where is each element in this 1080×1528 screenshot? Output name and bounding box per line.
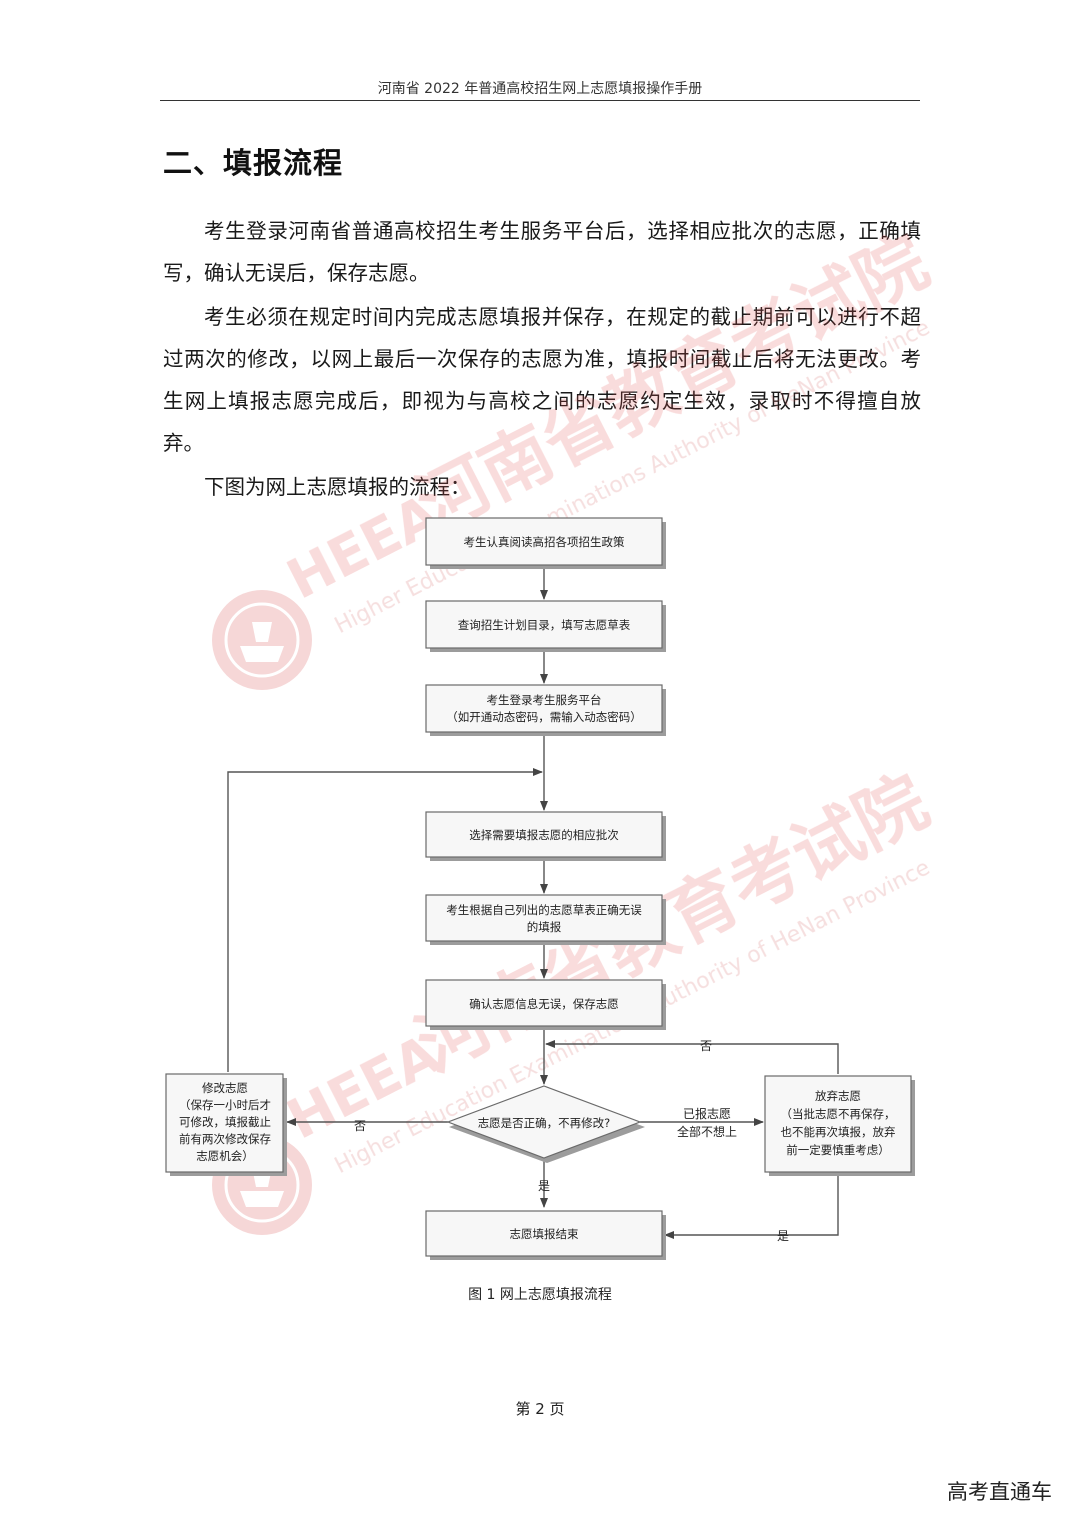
flow-box-fill: 考生根据自己列出的志愿草表正确无误 的填报: [425, 894, 666, 945]
edge-label-no-left: 否: [354, 1119, 366, 1133]
flow-box-end: 志愿填报结束: [425, 1210, 666, 1260]
paragraph-text: 考生必须在规定时间内完成志愿填报并保存，在规定的截止期前可以进行不超过两次的修改…: [163, 305, 921, 455]
flow-text: 也不能再次填报，放弃: [781, 1125, 896, 1139]
flow-text: 可修改，填报截止: [179, 1115, 271, 1129]
paragraph-text: 考生登录河南省普通高校招生考生服务平台后，选择相应批次的志愿，正确填写，确认无误…: [163, 219, 921, 285]
edge-label-reported: 全部不想上: [677, 1124, 737, 1139]
watermark-cn-text: 河南省教育考试院: [404, 220, 940, 547]
flow-connectors: [227, 567, 839, 1239]
paragraph-1: 考生登录河南省普通高校招生考生服务平台后，选择相应批次的志愿，正确填写，确认无误…: [163, 210, 921, 294]
edge-label-yes-right: 是: [777, 1229, 789, 1243]
flow-box-modify: 修改志愿 （保存一小时后才 可修改，填报截止 前有两次修改保存 志愿机会）: [165, 1073, 287, 1176]
edge-label-no-top: 否: [700, 1039, 712, 1053]
edge-label-yes-down: 是: [538, 1179, 550, 1193]
section-title: 二、填报流程: [163, 146, 344, 180]
flow-text: 的填报: [527, 920, 562, 934]
flow-text: 前有两次修改保存: [179, 1132, 271, 1146]
paragraph-text: 下图为网上志愿填报的流程：: [204, 475, 471, 499]
flow-text: 选择需要填报志愿的相应批次: [469, 828, 619, 842]
flow-text: 考生根据自己列出的志愿草表正确无误: [446, 903, 642, 917]
figure-caption: 图 1 网上志愿填报流程: [468, 1287, 612, 1303]
source-label: 高考直通车: [947, 1480, 1052, 1504]
flow-text: 修改志愿: [202, 1081, 248, 1095]
flow-text: （保存一小时后才: [179, 1098, 271, 1112]
flow-decision: 志愿是否正确，不再修改?: [446, 1085, 645, 1163]
flow-text: 确认志愿信息无误，保存志愿: [469, 997, 619, 1011]
page-header: 河南省 2022 年普通高校招生网上志愿填报操作手册: [377, 81, 703, 97]
arrow-modify-loop: [227, 768, 543, 1072]
flow-text: 志愿是否正确，不再修改?: [478, 1116, 611, 1130]
flow-box-login: 考生登录考生服务平台 （如开通动态密码，需输入动态密码）: [425, 684, 666, 736]
flow-text: （如开通动态密码，需输入动态密码）: [446, 710, 642, 724]
flow-box-abandon: 放弃志愿 （当批志愿不再保存， 也不能再次填报，放弃 前一定要慎重考虑）: [764, 1075, 915, 1176]
flow-box-read-policy: 考生认真阅读高招各项招生政策: [425, 517, 666, 569]
flow-text: 放弃志愿: [815, 1089, 861, 1103]
edge-label-reported: 已报志愿: [683, 1106, 731, 1121]
flow-text: 查询招生计划目录，填写志愿草表: [458, 618, 631, 632]
arrow-abandon-to-end: [664, 1174, 839, 1239]
flow-text: 考生登录考生服务平台: [487, 693, 602, 707]
flow-text: 考生认真阅读高招各项招生政策: [464, 535, 625, 549]
flow-text: 前一定要慎重考虑）: [786, 1143, 890, 1157]
flow-box-confirm: 确认志愿信息无误，保存志愿: [425, 979, 666, 1030]
flow-box-query-plan: 查询招生计划目录，填写志愿草表: [425, 600, 666, 652]
flow-text: （当批志愿不再保存，: [781, 1107, 896, 1121]
emblem-icon: [212, 590, 312, 690]
page-number: 第 2 页: [515, 1400, 565, 1418]
arrow-abandon-loop: [545, 1040, 839, 1074]
flow-text: 志愿机会）: [196, 1149, 254, 1163]
paragraph-2: 考生必须在规定时间内完成志愿填报并保存，在规定的截止期前可以进行不超过两次的修改…: [163, 296, 921, 464]
header-divider: [160, 100, 920, 101]
flow-text: 志愿填报结束: [510, 1227, 579, 1241]
flow-box-select-batch: 选择需要填报志愿的相应批次: [425, 811, 666, 861]
paragraph-3: 下图为网上志愿填报的流程：: [163, 466, 921, 508]
